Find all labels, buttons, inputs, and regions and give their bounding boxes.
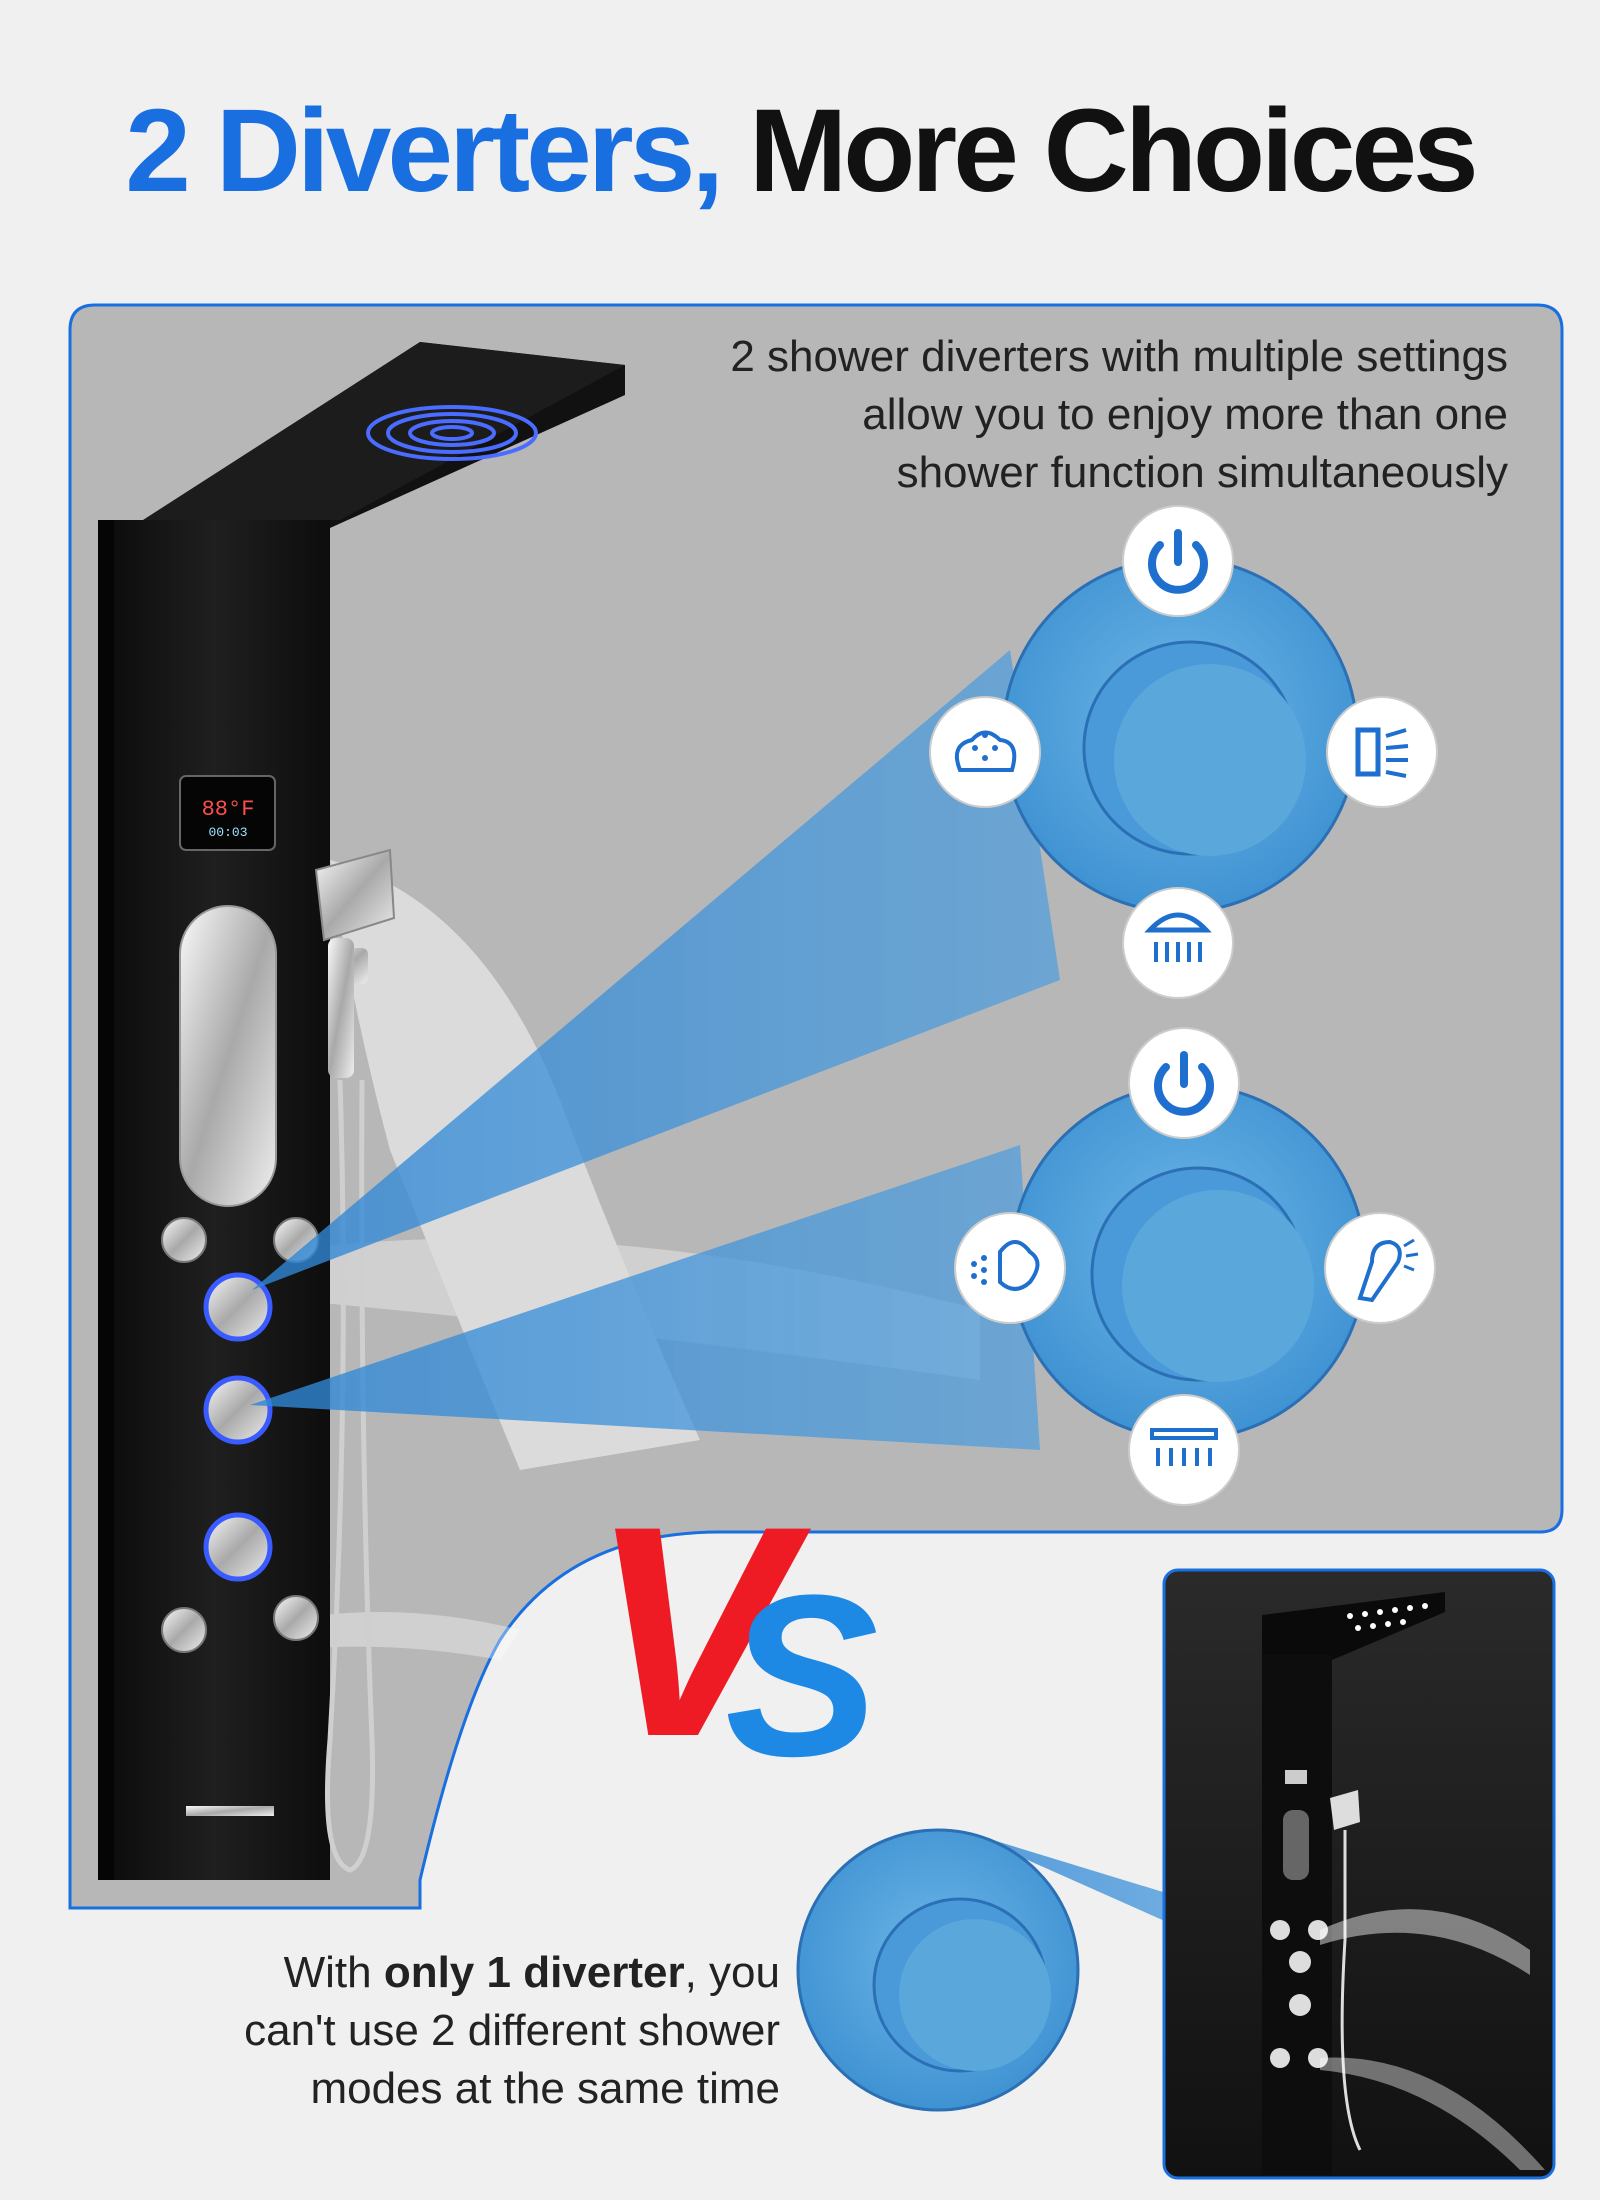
rain-shower-icon <box>1122 887 1234 999</box>
beam-2 <box>250 1145 1040 1450</box>
vs-letter-s: S <box>725 1547 878 1770</box>
bottom-description: With only 1 diverter, you can't use 2 di… <box>150 1944 780 2118</box>
vs-graphic: V S <box>590 1500 878 1770</box>
diverter-1 <box>929 505 1438 999</box>
top-description-line: allow you to enjoy more than one <box>862 390 1508 439</box>
bottom-description-line-2: can't use 2 different shower <box>244 2006 780 2055</box>
bottom-description-bold: only 1 diverter <box>383 1948 685 1997</box>
digital-display <box>179 775 276 851</box>
top-description-line: 2 shower diverters with multiple setting… <box>730 332 1508 381</box>
beam-1 <box>252 650 1060 1290</box>
top-description-line: shower function simultaneously <box>896 448 1508 497</box>
single-diverter-photo <box>1162 1568 1556 2180</box>
handheld-shower-icon <box>1324 1212 1436 1324</box>
single-diverter <box>796 1828 1080 2112</box>
vs-letter-v: V <box>590 1500 815 1770</box>
bottom-description-line-1: With only 1 diverter, you <box>150 1944 780 2002</box>
top-description: 2 shower diverters with multiple setting… <box>608 328 1508 502</box>
display-timer: 00:03 <box>208 825 247 840</box>
diverter-2 <box>954 1027 1436 1506</box>
body-jet-icon <box>929 696 1041 808</box>
tub-spout <box>186 1806 274 1816</box>
title-part-1: 2 Diverters, <box>125 85 724 217</box>
body-jets <box>161 1217 319 1653</box>
hand-shower-head <box>314 848 396 942</box>
bottom-description-pre: With <box>283 1948 384 1997</box>
side-spray-icon <box>1326 696 1438 808</box>
bottom-description-line-3: modes at the same time <box>310 2064 780 2113</box>
hand-shower-handle <box>328 938 354 1078</box>
diverter-knobs <box>203 1272 273 1582</box>
waterfall-icon <box>1128 1394 1240 1506</box>
body-spray-plate <box>179 905 277 1207</box>
mist-icon <box>954 1212 1066 1324</box>
power-icon <box>1122 505 1234 617</box>
rain-head-led <box>366 405 538 461</box>
display-temp: 88°F <box>202 797 255 822</box>
power-icon <box>1128 1027 1240 1139</box>
shower-panel: 88°F 00:03 <box>98 342 625 1880</box>
title-part-2: More Choices <box>748 85 1479 217</box>
bottom-description-post: , you <box>684 1948 780 1997</box>
page-title: 2 Diverters, More Choices <box>0 92 1600 210</box>
